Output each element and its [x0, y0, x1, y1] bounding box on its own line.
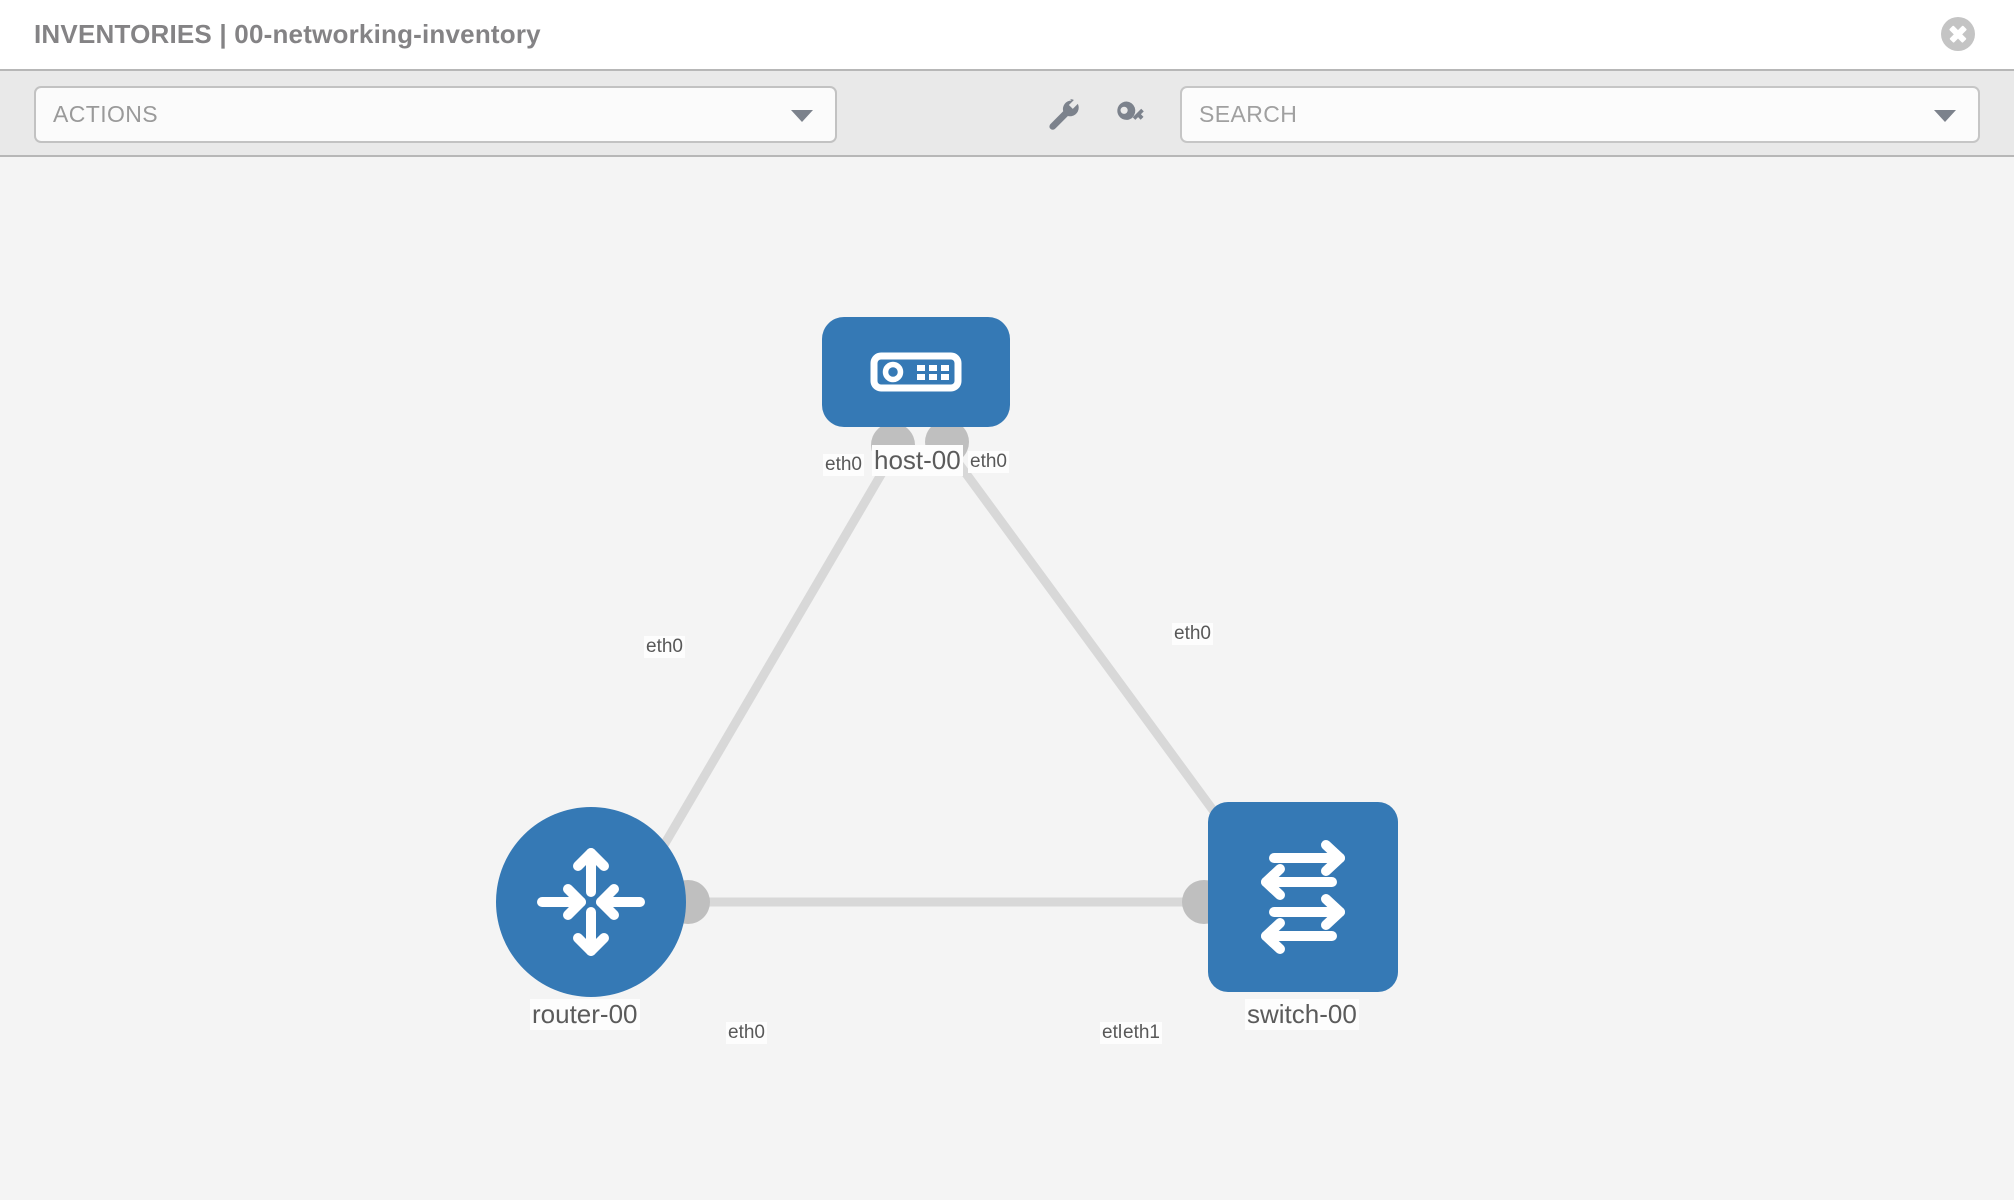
switch-arrows-icon [1261, 840, 1345, 954]
topology-node-label-router-00: router-00 [530, 999, 640, 1030]
page-header: INVENTORIES | 00-networking-inventory [0, 0, 2014, 69]
topology-links [646, 420, 1260, 924]
server-icon [870, 352, 962, 392]
close-icon[interactable] [1941, 17, 1975, 51]
link-host-router[interactable] [646, 446, 900, 872]
interface-label-host-left: eth0 [823, 454, 864, 476]
actions-dropdown[interactable]: ACTIONS [34, 86, 837, 143]
topology-node-router-00[interactable] [496, 807, 686, 997]
topology-node-switch-00[interactable] [1208, 802, 1398, 992]
link-host-switch[interactable] [944, 446, 1244, 850]
router-arrows-icon [537, 848, 645, 956]
wrench-icon[interactable] [1041, 92, 1085, 136]
toolbar: ACTIONS SEARCH [0, 69, 2014, 157]
topology-node-label-host-00: host-00 [872, 445, 963, 476]
search-placeholder: SEARCH [1199, 101, 1298, 127]
search-input[interactable]: SEARCH [1180, 86, 1980, 143]
interface-label-host-right: eth0 [968, 451, 1009, 473]
key-icon[interactable] [1108, 92, 1152, 136]
interface-label-switch-upper: eth0 [1172, 623, 1213, 645]
topology-node-host-00[interactable] [822, 317, 1010, 427]
chevron-down-icon [791, 109, 813, 122]
interface-label-router-right: eth0 [726, 1022, 767, 1044]
topology-node-label-switch-00: switch-00 [1245, 999, 1359, 1030]
interface-label-router-upper: eth0 [644, 636, 685, 658]
interface-label-switch-left: eth1 [1121, 1022, 1162, 1044]
topology-canvas[interactable]: host-00 eth0 eth0 router-00 eth0 eth0 [0, 157, 2014, 1200]
page-title: INVENTORIES | 00-networking-inventory [34, 19, 541, 49]
chevron-down-icon[interactable] [1934, 109, 1956, 122]
actions-dropdown-label: ACTIONS [53, 101, 159, 127]
